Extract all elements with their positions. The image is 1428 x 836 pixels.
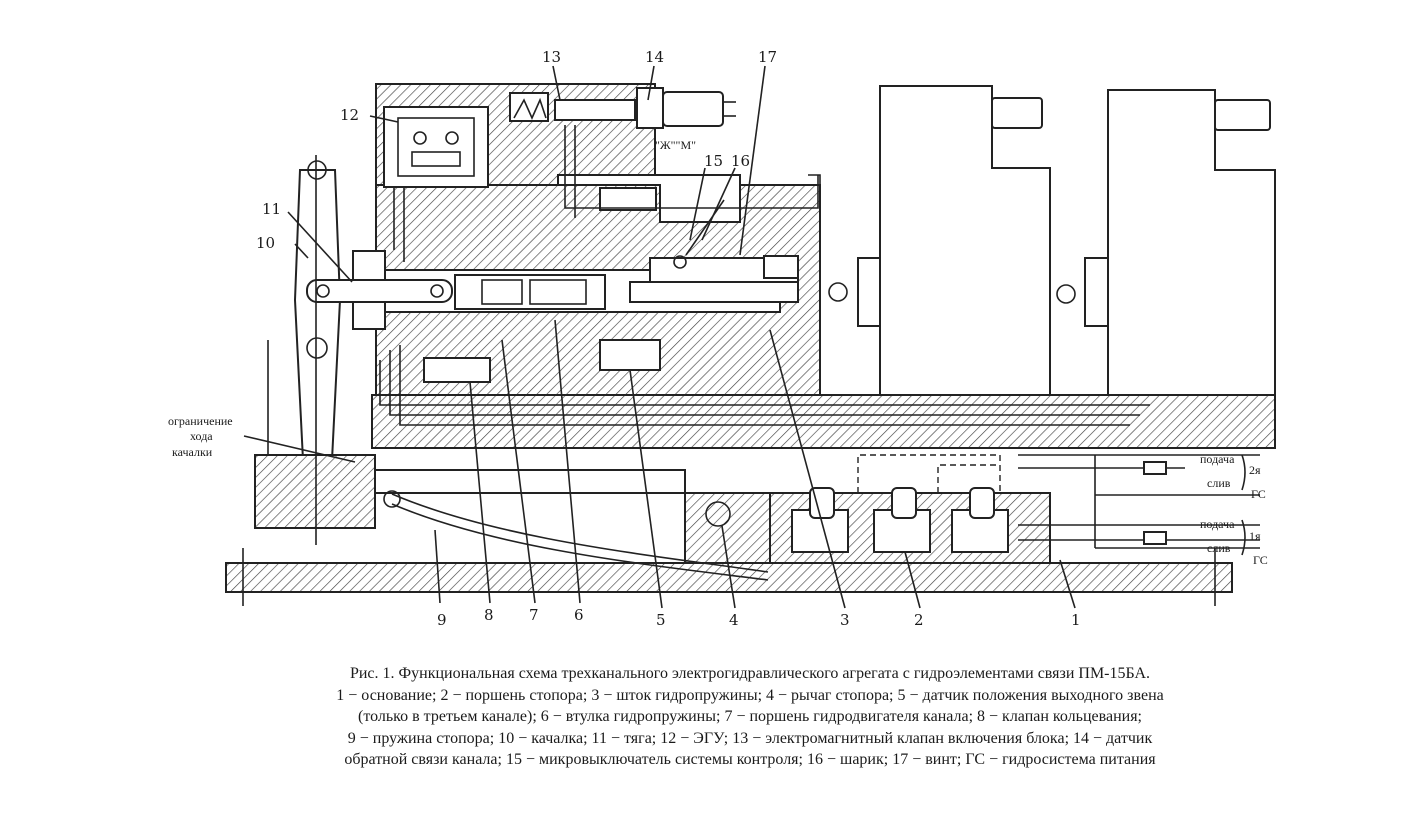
solenoid-valve [509,87,736,129]
limit-label-line2: хода [190,429,213,443]
callout-5: 5 [656,611,666,629]
gs-label-1: ГС [1253,553,1268,567]
callout-11: 11 [262,200,281,218]
callout-8: 8 [484,606,494,624]
system1-label: 1я [1249,529,1261,543]
system2-label: 2я [1249,463,1261,477]
callout-1: 1 [1071,611,1081,629]
caption-line-4: 9 − пружина стопора; 10 − качалка; 11 − … [347,729,1153,747]
callout-9: 9 [437,611,447,629]
stopper-pistons [705,487,1009,553]
callout-17: 17 [758,48,777,66]
callout-10: 10 [256,234,275,252]
supply-label-2: подача [1200,452,1235,466]
callout-13: 13 [542,48,561,66]
limit-label-line3: качалки [172,445,213,459]
callout-16: 16 [731,152,750,170]
port-labels: подача слив 2я ГС подача слив 1я ГС [1200,452,1268,567]
callout-2: 2 [914,611,924,629]
callout-15: 15 [704,152,723,170]
hydraulic-lines [379,125,1260,549]
egu-unit [383,106,489,262]
caption-line-2: 1 − основание; 2 − поршень стопора; 3 − … [336,686,1164,704]
modes-label: "Ж""М" [655,138,696,152]
supply-label-1: подача [1200,517,1235,531]
callout-12: 12 [340,106,359,124]
channel-units [828,85,1276,396]
leader-lines [243,65,1076,609]
callout-14: 14 [645,48,664,66]
callout-3: 3 [840,611,850,629]
caption-line-1: Рис. 1. Функциональная схема трехканальн… [349,665,1151,682]
drain-label-2: слив [1207,476,1231,490]
caption-line-5: обратной связи канала; 15 − микровыключа… [344,751,1156,768]
figure-caption: Рис. 1. Функциональная схема трехканальн… [180,663,1320,771]
drain-label-1: слив [1207,541,1231,555]
callout-7: 7 [529,606,539,624]
limit-label-line1: ограничение [168,414,233,428]
callout-4: 4 [729,611,739,629]
caption-line-3: (только в третьем канале); 6 − втулка ги… [357,708,1142,725]
gs-label-2: ГС [1251,487,1266,501]
callout-6: 6 [574,606,584,624]
